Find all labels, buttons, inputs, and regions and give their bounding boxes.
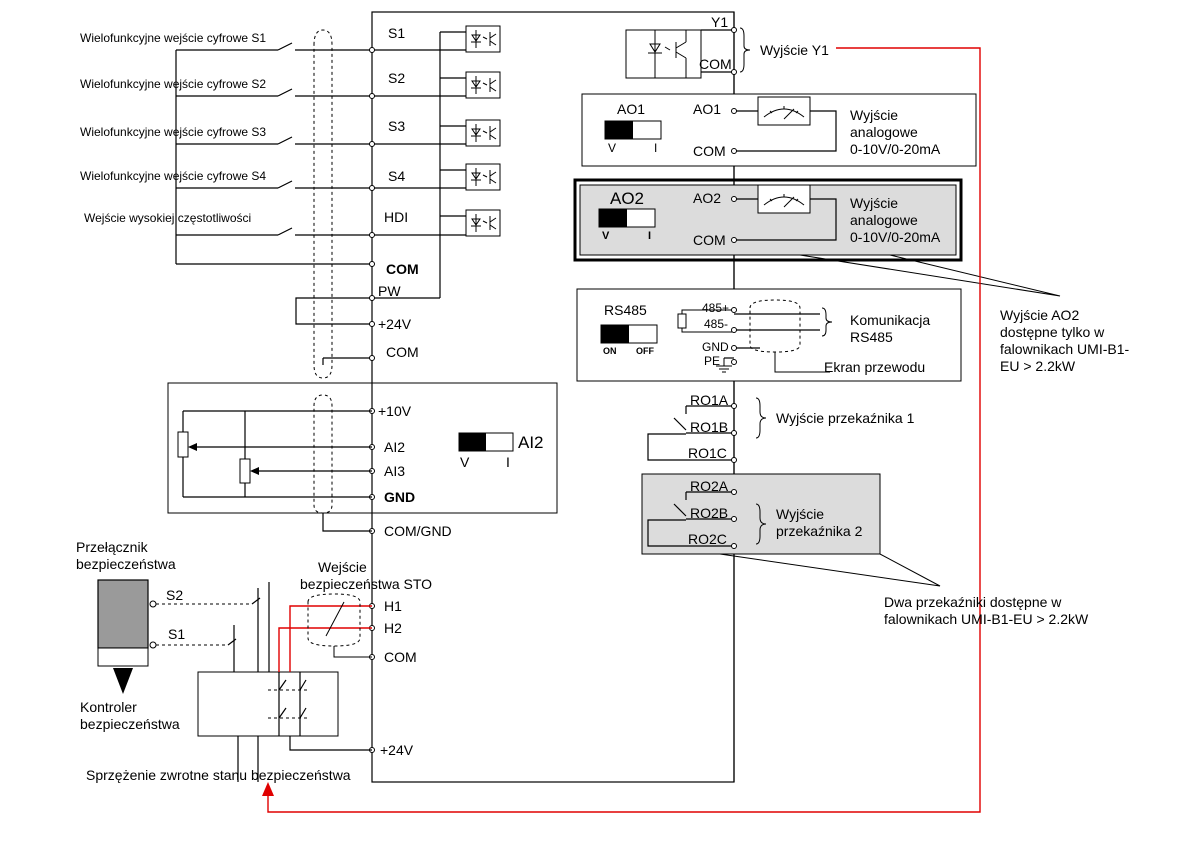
ao1-switch-v: V [608, 141, 616, 155]
ao1-switch-i: I [654, 141, 657, 155]
rs485-desc-line1: Komunikacja [850, 312, 930, 328]
terminal-10v: +10V [378, 403, 412, 419]
terminal-com-sto: COM [384, 649, 417, 665]
terminal-y1: Y1 [711, 14, 728, 30]
terminal-ai2: AI2 [384, 439, 405, 455]
controller-line2: bezpieczeństwa [80, 716, 180, 732]
safety-section [97, 579, 372, 782]
terminal-ro1b: RO1B [690, 419, 728, 435]
relay-note-line1: Dwa przekaźniki dostępne w [884, 594, 1062, 610]
terminal-com-y1: COM [699, 56, 732, 72]
ao2-note-line3: falownikach UMI-B1- [1000, 341, 1129, 357]
terminal-hdi: HDI [384, 209, 408, 225]
terminal-ro2c: RO2C [688, 531, 727, 547]
s4-description: Wielofunkcyjne wejście cyfrowe S4 [80, 169, 266, 183]
relay2-desc-line1: Wyjście [776, 506, 824, 522]
terminal-s4: S4 [388, 168, 405, 184]
terminal-ao2: AO2 [693, 190, 721, 206]
terminal-24v-top: +24V [378, 316, 412, 332]
hdi-description: Wejście wysokiej częstotliwości [84, 211, 251, 225]
ao2-note-line2: dostępne tylko w [1000, 324, 1105, 340]
terminal-485-plus: 485+ [702, 301, 729, 315]
terminal-ao1: AO1 [693, 101, 721, 117]
ao2-desc-line2: analogowe [850, 212, 918, 228]
ao2-desc-line3: 0-10V/0-20mA [850, 229, 941, 245]
terminal-pe: PE [704, 354, 720, 368]
rs485-block [576, 288, 962, 382]
controller-line1: Kontroler [80, 699, 137, 715]
ao2-note-line4: EU > 2.2kW [1000, 358, 1076, 374]
sto-line2: bezpieczeństwa STO [300, 576, 432, 592]
rs485-desc-line2: RS485 [850, 329, 893, 345]
ao2-block [573, 178, 1061, 297]
s1-description: Wielofunkcyjne wejście cyfrowe S1 [80, 31, 266, 45]
terminal-s2: S2 [388, 70, 405, 86]
terminal-ro2b: RO2B [690, 505, 728, 521]
terminal-com-mid: COM [386, 344, 419, 360]
ai-switch-label: AI2 [518, 433, 544, 452]
analog-input-block [167, 382, 558, 532]
terminal-com-ao2: COM [693, 232, 726, 248]
terminal-com: COM [386, 261, 419, 277]
ao1-block [581, 93, 977, 167]
relay-2 [641, 473, 941, 587]
ai-switch-v: V [460, 454, 470, 470]
digital-inputs [175, 29, 372, 379]
terminal-h2: H2 [384, 620, 402, 636]
y1-description: Wyjście Y1 [760, 42, 829, 58]
ao2-switch-i: I [648, 230, 651, 242]
terminal-rs-gnd: GND [702, 340, 729, 354]
terminal-com-ao1: COM [693, 143, 726, 159]
relay-note-line2: falownikach UMI-B1-EU > 2.2kW [884, 611, 1089, 627]
relay-1 [647, 397, 767, 463]
terminal-pw: PW [378, 283, 401, 299]
safety-switch-line1: Przełącznik [76, 539, 149, 555]
rs485-switch-off: OFF [636, 346, 654, 356]
relay2-desc-line2: przekaźnika 2 [776, 523, 863, 539]
terminal-s3: S3 [388, 118, 405, 134]
terminal-24v-bottom: +24V [380, 742, 414, 758]
s3-description: Wielofunkcyjne wejście cyfrowe S3 [80, 125, 266, 139]
terminal-gnd: GND [384, 489, 415, 505]
terminal-ai3: AI3 [384, 463, 405, 479]
shield-label: Ekran przewodu [824, 359, 925, 375]
terminal-h1: H1 [384, 598, 402, 614]
relay1-description: Wyjście przekaźnika 1 [776, 410, 915, 426]
ao2-switch-v: V [602, 230, 610, 242]
ao1-desc-line2: analogowe [850, 124, 918, 140]
safety-s2-label: S2 [166, 587, 183, 603]
ao1-desc-line1: Wyjście [850, 107, 898, 123]
s2-description: Wielofunkcyjne wejście cyfrowe S2 [80, 77, 266, 91]
feedback-label: Sprzężenie zwrotne stanu bezpieczeństwa [86, 767, 351, 783]
sto-line1: Wejście [318, 559, 367, 575]
terminal-ro2a: RO2A [690, 478, 729, 494]
rs485-switch-on: ON [603, 346, 617, 356]
safety-s1-label: S1 [168, 626, 185, 642]
terminal-ro1a: RO1A [690, 392, 729, 408]
input-optocouplers [372, 25, 501, 299]
ao2-note-line1: Wyjście AO2 [1000, 307, 1079, 323]
ao2-switch-label: AO2 [610, 189, 644, 208]
ao2-desc-line1: Wyjście [850, 195, 898, 211]
feedback-line [267, 47, 981, 813]
terminal-485-minus: 485- [704, 317, 728, 331]
terminal-s1: S1 [388, 25, 405, 41]
ai-switch-i: I [506, 454, 510, 470]
terminal-ro1c: RO1C [688, 445, 727, 461]
rs485-label: RS485 [604, 302, 647, 318]
y1-output [625, 27, 751, 79]
terminal-com-gnd: COM/GND [384, 523, 452, 539]
ao1-desc-line3: 0-10V/0-20mA [850, 141, 941, 157]
ao1-switch-label: AO1 [617, 101, 645, 117]
safety-switch-line2: bezpieczeństwa [76, 556, 176, 572]
